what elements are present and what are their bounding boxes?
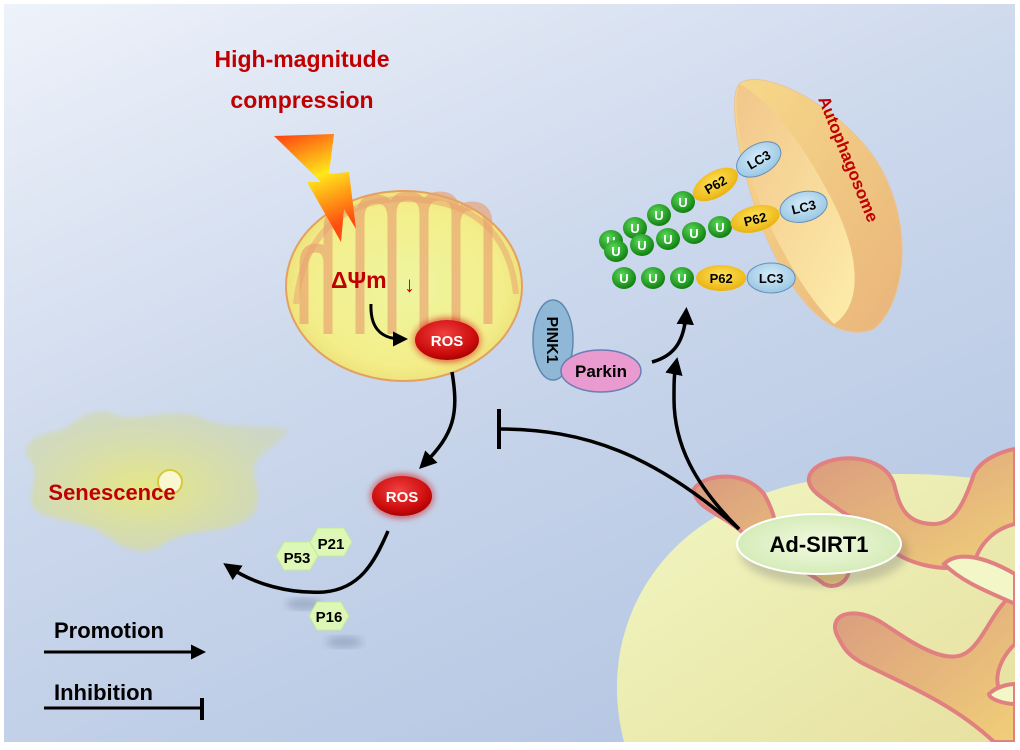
ubiquitin-label: U	[637, 238, 646, 253]
promotion-arrow-parkin-to-ubiquitin	[651, 307, 694, 364]
ubiquitin-label: U	[663, 232, 672, 247]
senescence-label: Senescence	[48, 480, 175, 505]
pink1-label: PINK1	[543, 316, 560, 363]
inhibition-line-sirt1-to-ros	[498, 427, 741, 531]
p62-protein: P62	[692, 167, 739, 202]
parkin-protein: Parkin	[560, 349, 642, 393]
ubiquitin: U	[641, 267, 665, 289]
legend-promotion-label: Promotion	[54, 618, 164, 643]
nucleus-icon	[157, 469, 183, 495]
p62-protein: P62	[696, 265, 747, 291]
stimulus-label-line1: High-magnitude	[214, 46, 389, 72]
ubiquitin-label: U	[715, 220, 724, 235]
p53-label: P53	[284, 550, 311, 567]
promotion-arrow-ros-to-senescence	[223, 530, 390, 595]
ros-mitochondrial	[415, 320, 479, 360]
p62-label: P62	[742, 209, 768, 229]
ubiquitin: U	[623, 217, 647, 239]
legend: Promotion Inhibition	[44, 618, 206, 720]
pink1-protein: PINK1	[532, 299, 574, 381]
parkin-label: Parkin	[575, 362, 627, 381]
ubiquitin: U	[647, 204, 671, 226]
ubiquitin: U	[612, 267, 636, 289]
p53-hexagon: P53	[275, 541, 319, 571]
p62-label: P62	[710, 271, 733, 286]
ubiquitin-label: U	[689, 226, 698, 241]
membrane-potential-down-arrow: ↓	[404, 272, 415, 297]
ubiquitin: U	[671, 191, 695, 213]
lc3-label: LC3	[759, 271, 784, 286]
diagram-canvas: Senescence High-magnitude compression ΔΨ…	[4, 4, 1017, 744]
ubiquitin: U	[670, 267, 694, 289]
ubiquitin-label: U	[648, 271, 657, 286]
ubiquitin-chain: U U U P62 LC3	[612, 262, 796, 294]
ubiquitin: U	[656, 228, 680, 250]
ubiquitin-label: U	[630, 221, 639, 236]
ros-mitochondrial-label: ROS	[431, 333, 464, 350]
ros-cytosolic-label: ROS	[386, 489, 419, 506]
p16-label: P16	[316, 609, 343, 626]
ubiquitin-label: U	[654, 208, 663, 223]
legend-inhibition-label: Inhibition	[54, 680, 153, 705]
senescent-cell	[25, 411, 289, 552]
ubiquitin: U	[630, 234, 654, 256]
ubiquitin: U	[604, 240, 628, 262]
ubiquitin-chains: UUUUP62LC3UUUUUP62LC3UUUP62LC3	[599, 141, 828, 294]
lightning-bolt-icon	[274, 134, 356, 242]
p21-hexagon: P21	[309, 527, 353, 557]
promotion-arrow-sirt1-to-parkin	[665, 357, 741, 531]
p16-hexagon: P16	[308, 601, 350, 631]
lc3-protein: LC3	[736, 141, 782, 178]
lc3-label: LC3	[790, 197, 817, 217]
ubiquitin-label: U	[677, 271, 686, 286]
ubiquitin-label: U	[619, 271, 628, 286]
ad-sirt1-treatment: Ad-SIRT1	[736, 513, 902, 575]
ros-cytosolic	[372, 476, 432, 516]
pathway-diagram: Senescence High-magnitude compression ΔΨ…	[4, 4, 1017, 744]
stimulus-label-line2: compression	[230, 87, 373, 113]
ubiquitin-label: U	[678, 195, 687, 210]
membrane-potential-label: ΔΨm	[331, 267, 387, 293]
lc3-protein: LC3	[779, 190, 828, 223]
ubiquitin: U	[682, 222, 706, 244]
lc3-protein: LC3	[746, 262, 796, 294]
ad-sirt1-label: Ad-SIRT1	[770, 532, 869, 557]
p62-protein: P62	[730, 204, 780, 233]
ubiquitin-label: U	[611, 244, 620, 259]
promotion-arrow-ros-to-ros	[419, 371, 457, 469]
promotion-arrow-potential-to-ros	[369, 303, 408, 347]
ubiquitin: U	[708, 216, 732, 238]
p21-label: P21	[318, 536, 345, 553]
